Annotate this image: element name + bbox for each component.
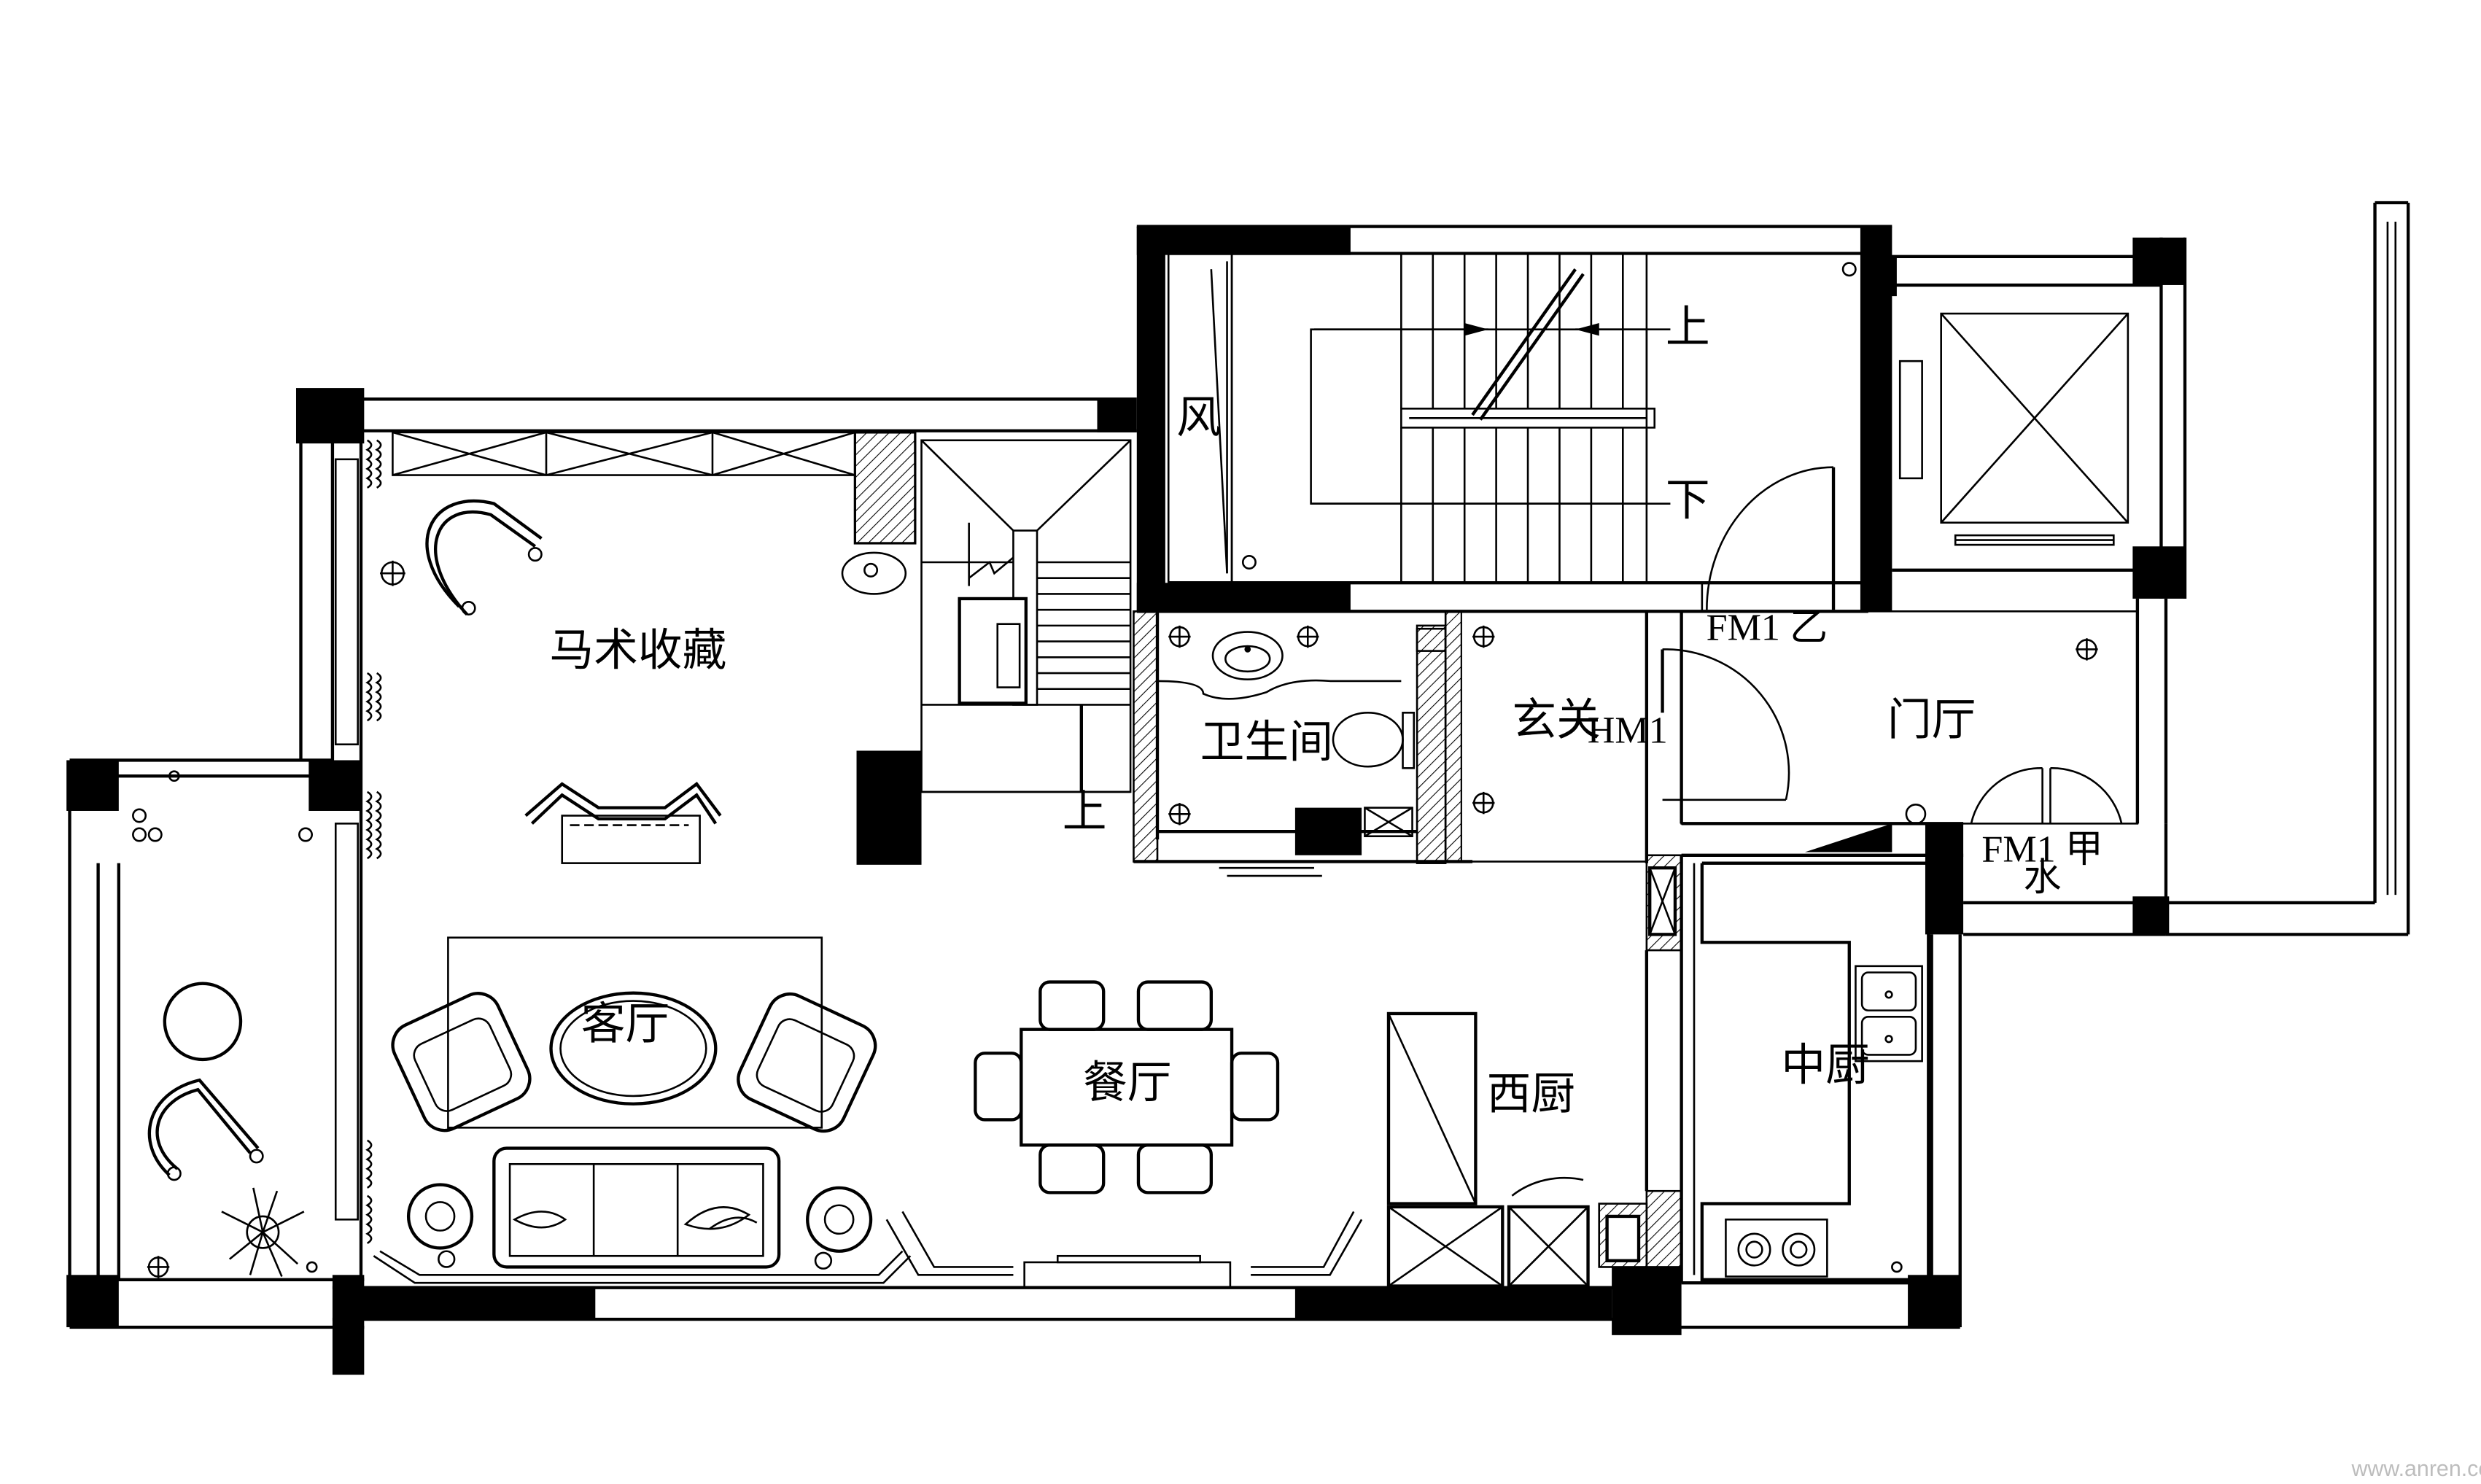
- room-label-entrance-hall: 门厅: [1887, 695, 1976, 745]
- watermark: www.anren.com: [2351, 1456, 2481, 1481]
- chinese-kitchen: [1700, 861, 1930, 1282]
- doors: [1219, 466, 2123, 1197]
- label-stair-down: 下: [1666, 475, 1710, 524]
- label-water: 水: [2024, 858, 2062, 899]
- room-label-collection: 马术收藏: [549, 625, 726, 675]
- room-label-bathroom: 卫生间: [1200, 717, 1333, 766]
- room-label-western-kitchen: 西厨: [1487, 1068, 1576, 1118]
- room-labels: 马术收藏 客厅 餐厅 西厨 中厨 卫生间 玄关 门厅 风: [549, 392, 1976, 1118]
- top-cabinets: [392, 431, 917, 545]
- living-room-furniture: [391, 936, 877, 1270]
- left-wall-curtains: [334, 439, 382, 1244]
- label-inner-stair-up: 上: [1063, 787, 1107, 836]
- room-label-dining: 餐厅: [1083, 1057, 1172, 1107]
- western-kitchen: [1386, 854, 1696, 1288]
- collection-room-furniture: [380, 499, 907, 864]
- potted-plant-icon: [221, 1187, 305, 1278]
- label-door-fm1-b: FM1 乙: [1707, 607, 1828, 648]
- label-door-hm1: HM1: [1588, 710, 1668, 752]
- entrance-hall: [1680, 610, 2139, 825]
- room-label-living: 客厅: [581, 999, 670, 1049]
- main-staircase: [1167, 252, 1857, 612]
- inner-staircase: [920, 439, 1132, 793]
- bathroom: [1133, 610, 1473, 864]
- label-door-fm1-a: FM1 甲: [1981, 828, 2103, 870]
- bay-windows: [373, 1211, 1363, 1284]
- dining-furniture: [974, 980, 1280, 1289]
- room-label-foyer: 玄关: [1512, 695, 1601, 745]
- structural-columns: [66, 226, 2186, 1375]
- label-stair-up: 上: [1666, 302, 1710, 351]
- room-label-chinese-kitchen: 中厨: [1781, 1040, 1870, 1089]
- annotation-labels: 上 下 上 FM1 乙 HM1 FM1 甲 水 www.anren.com: [1063, 302, 2481, 1481]
- elevator-shaft: [1898, 312, 2129, 546]
- balcony-furniture: [132, 770, 318, 1278]
- room-label-wind: 风: [1176, 392, 1221, 442]
- foyer: [1444, 610, 1648, 863]
